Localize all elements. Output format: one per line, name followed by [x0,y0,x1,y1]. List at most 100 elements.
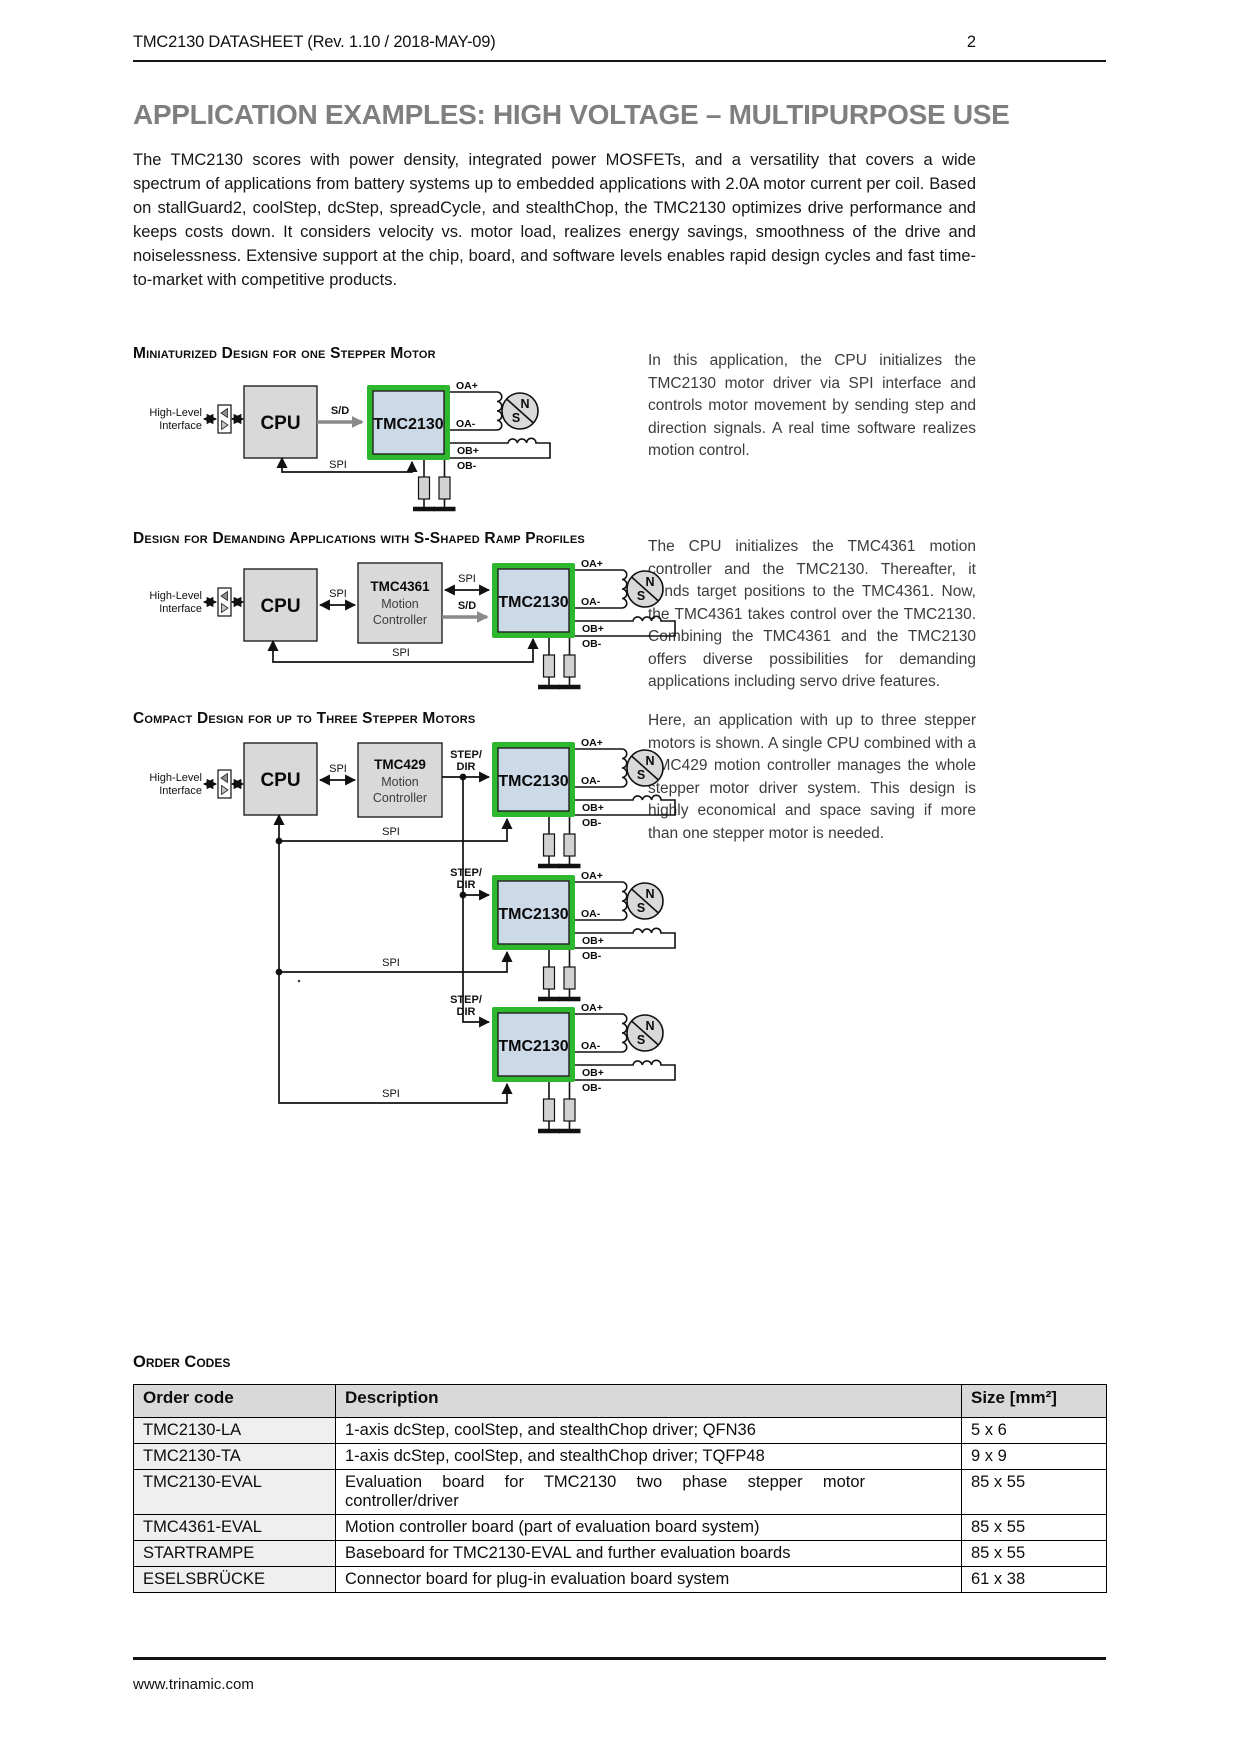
spi-label: SPI [329,763,347,775]
cpu-box-3 [243,742,318,816]
table-row: TMC2130-EVAL Evaluation board for TMC213… [133,1469,1107,1515]
table-row: TMC2130-TA 1-axis dcStep, coolStep, and … [133,1443,1107,1470]
page-number: 2 [966,33,976,51]
tmc4361-box: TMC4361 Motion Controller [357,562,443,644]
sense-resistors-1 [413,460,456,509]
order-code-cell: TMC2130-LA [133,1417,336,1444]
order-code-cell: STARTRAMPE [133,1540,336,1567]
sense-resistors-3 [538,817,581,866]
stepper-motor-2 [574,557,676,651]
spi-label: SPI [329,459,347,471]
description-cell: 1-axis dcStep, coolStep, and stealthChop… [335,1417,962,1444]
stepper-motor-5 [574,1001,676,1095]
spi-bus-line [276,456,418,473]
spi-label: SPI [329,588,347,600]
junction-dot [459,773,467,781]
description-cell: 1-axis dcStep, coolStep, and stealthChop… [335,1443,962,1470]
stray-dot [297,979,301,983]
size-cell: 85 x 55 [961,1469,1107,1515]
size-cell: 5 x 6 [961,1417,1107,1444]
diagram-miniaturized: S/D SPI [149,379,551,509]
order-code-cell: TMC4361-EVAL [133,1514,336,1541]
description-cell: Motion controller board (part of evaluat… [335,1514,962,1541]
col-header-description: Description [335,1384,962,1418]
tmc429-box: TMC429 Motion Controller [357,742,443,818]
order-code-cell: TMC2130-TA [133,1443,336,1470]
footer-url[interactable]: www.trinamic.com [133,1676,254,1693]
junction-dot [459,891,467,899]
spi-label: SPI [392,647,410,659]
motion-label: Motion [381,775,419,789]
description-cell: Baseboard for TMC2130-EVAL and further e… [335,1540,962,1567]
table-header-row: Order code Description Size [mm²] [133,1384,1107,1418]
spi-bus-line [279,950,513,973]
spi-label: SPI [382,826,400,838]
controller-label: Controller [373,791,427,805]
table-row: ESELSBRÜCKE Connector board for plug-in … [133,1566,1107,1593]
order-codes-table: Order code Description Size [mm²] TMC213… [133,1384,1107,1593]
step-dir-line [462,777,491,1028]
diagram-sramp: TMC4361 Motion Controller SPI SPI S/D SP… [149,557,676,687]
intro-paragraph: The TMC2130 scores with power density, i… [133,151,976,289]
step-label: STEP/ [450,749,482,761]
order-codes-heading: Order Codes [133,1353,231,1371]
tmc2130-chip-2 [491,562,576,639]
controller-label: Controller [373,613,427,627]
table-row: TMC4361-EVAL Motion controller board (pa… [133,1514,1107,1541]
cpu-box-1 [243,385,318,459]
tmc4361-label: TMC4361 [370,579,430,594]
dir-label: DIR [457,879,476,891]
footer-rule [133,1657,1106,1660]
sense-resistors-4 [538,950,581,999]
sd-label: S/D [458,600,476,612]
application-diagrams: High-Level Interface CPU TMC2130 [133,379,676,1150]
order-code-cell: TMC2130-EVAL [133,1469,336,1515]
sense-resistors-5 [538,1082,581,1131]
section-description-2: The CPU initializes the TMC4361 motion c… [648,538,976,690]
size-cell: 85 x 55 [961,1514,1107,1541]
sd-label: S/D [331,405,349,417]
diagram-compact: TMC429 Motion Controller SPI STEP/ DIR S… [149,736,676,1131]
tmc2130-chip-5 [491,1006,576,1083]
tmc429-label: TMC429 [374,757,426,772]
spi-label: SPI [382,1088,400,1100]
table-row: STARTRAMPE Baseboard for TMC2130-EVAL an… [133,1540,1107,1567]
tmc2130-chip-4 [491,874,576,951]
description-text: Evaluation board for TMC2130 two phase s… [345,1473,865,1510]
stepper-motor-3 [574,736,676,830]
page-title: APPLICATION EXAMPLES: HIGH VOLTAGE – MUL… [133,99,1010,130]
step-label: STEP/ [450,994,482,1006]
tmc2130-chip-3 [491,741,576,818]
col-header-order-code: Order code [133,1384,336,1418]
dir-label: DIR [457,1006,476,1018]
col-header-size: Size [mm²] [961,1384,1107,1418]
size-cell: 85 x 55 [961,1540,1107,1567]
size-cell: 9 x 9 [961,1443,1107,1470]
tmc2130-chip-1 [366,384,451,461]
table-row: TMC2130-LA 1-axis dcStep, coolStep, and … [133,1417,1107,1444]
stepper-motor-1 [449,379,551,473]
spi-label: SPI [458,573,476,585]
description-cell: Evaluation board for TMC2130 two phase s… [335,1469,962,1515]
size-cell: 61 x 38 [961,1566,1107,1593]
description-cell: Connector board for plug-in evaluation b… [335,1566,962,1593]
spi-bus-line [267,637,539,663]
stepper-motor-4 [574,869,676,963]
section-description-1: In this application, the CPU initializes… [648,352,976,459]
motion-label: Motion [381,597,419,611]
spi-bus-line [273,813,513,1104]
header-rule [133,60,1106,62]
section-description-3: Here, an application with up to three st… [648,712,976,842]
step-label: STEP/ [450,867,482,879]
spi-label: SPI [382,957,400,969]
section-heading-compact: Compact Design for up to Three Stepper M… [133,710,476,727]
dir-label: DIR [457,761,476,773]
junction-dot [275,837,283,845]
section-heading-miniaturized: Miniaturized Design for one Stepper Moto… [133,345,436,362]
cpu-box-2 [243,568,318,642]
section-heading-demanding: Design for Demanding Applications with S… [133,530,585,547]
junction-dot [275,968,283,976]
sense-resistors-2 [538,638,581,687]
spi-bus-line [279,817,513,842]
order-code-cell: ESELSBRÜCKE [133,1566,336,1593]
